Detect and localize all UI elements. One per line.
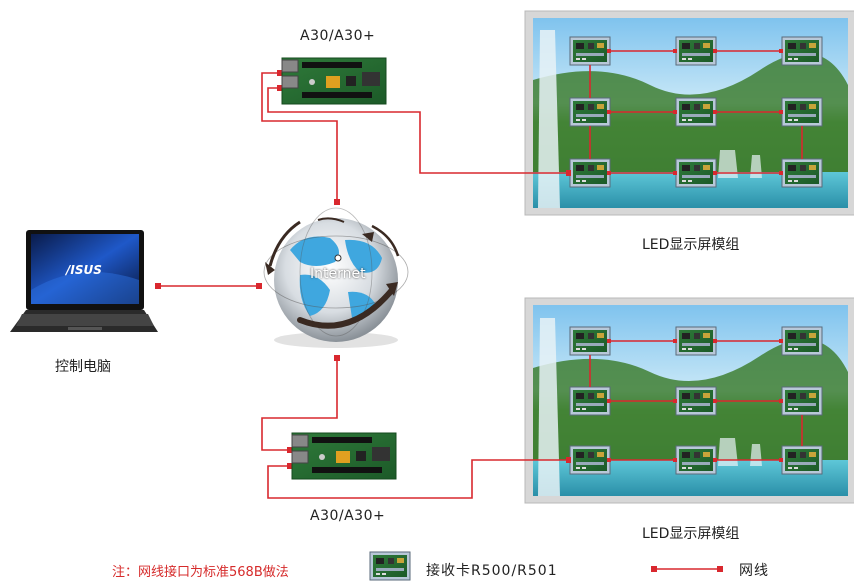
laptop-brand-logo: /ISUS xyxy=(66,263,102,277)
receiver-card xyxy=(781,158,823,188)
waterfall-left xyxy=(538,30,560,208)
receiver-card xyxy=(781,445,823,475)
waterfall-left xyxy=(538,318,560,496)
legend-cable-label: 网线 xyxy=(739,563,769,579)
led-module-top-label: LED显示屏模组 xyxy=(642,237,740,253)
receiver-card xyxy=(569,97,611,127)
receiver-card xyxy=(569,36,611,66)
receiver-card xyxy=(675,158,717,188)
receiver-card xyxy=(569,386,611,416)
controller-bottom-label: A30/A30+ xyxy=(310,508,386,524)
receiver-card xyxy=(675,445,717,475)
control-pc-label: 控制电脑 xyxy=(55,359,111,375)
receiver-card xyxy=(781,36,823,66)
receiver-card xyxy=(569,158,611,188)
legend-receiver-icon xyxy=(369,551,411,581)
receiver-card xyxy=(781,326,823,356)
receiver-card xyxy=(781,386,823,416)
internet-globe xyxy=(263,207,409,348)
receiver-card xyxy=(569,326,611,356)
internet-label: Internet xyxy=(310,266,366,282)
legend-cable-icon xyxy=(651,566,723,572)
control-laptop xyxy=(10,230,158,332)
receiver-card xyxy=(781,97,823,127)
wiring-note: 注：网线接口为标准568B做法 xyxy=(112,565,289,580)
controller-top-label: A30/A30+ xyxy=(300,28,376,44)
cascade-cables-top xyxy=(589,50,803,174)
legend-receiver-label: 接收卡R500/R501 xyxy=(426,563,558,579)
receiver-card xyxy=(675,36,717,66)
receiver-card xyxy=(675,386,717,416)
receiver-card xyxy=(569,445,611,475)
led-module-bottom-label: LED显示屏模组 xyxy=(642,526,740,542)
controller-board-bottom xyxy=(291,432,397,480)
receiver-card xyxy=(675,97,717,127)
cascade-cables-bottom xyxy=(589,340,803,461)
receiver-card xyxy=(675,326,717,356)
network-cables xyxy=(158,72,570,499)
controller-board-top xyxy=(281,57,387,105)
